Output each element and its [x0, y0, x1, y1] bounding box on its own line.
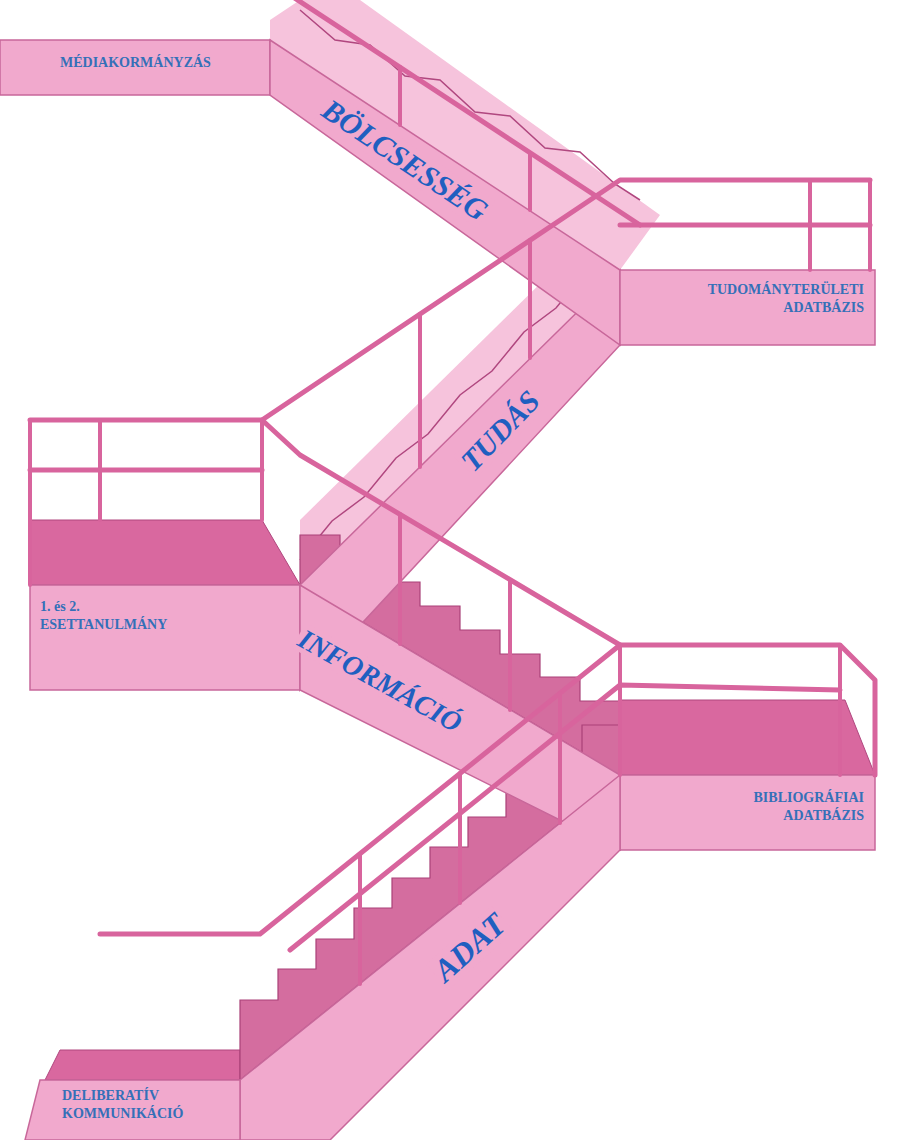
- rail-post: [358, 854, 362, 984]
- rail-post: [558, 693, 562, 823]
- landing-label: MÉDIAKORMÁNYZÁS: [58, 54, 213, 72]
- handrail: [30, 468, 262, 473]
- landing-label: 1. és 2. ESETTANULMÁNY: [38, 598, 188, 634]
- landing-band: [620, 775, 875, 850]
- landing-label: DELIBERATÍV KOMMUNIKÁCIÓ: [60, 1087, 220, 1123]
- rail-post: [28, 420, 32, 585]
- rail-post: [260, 420, 264, 520]
- landing-label: BIBLIOGRÁFIAI ADATBÁZIS: [696, 789, 866, 825]
- flight-band: TUDÁS: [453, 383, 547, 479]
- landing-band: DELIBERATÍV KOMMUNIKÁCIÓ: [60, 1087, 220, 1123]
- landing-band: [0, 40, 270, 95]
- landing-band: MÉDIAKORMÁNYZÁS: [58, 54, 213, 72]
- rail-post: [398, 514, 402, 644]
- flight-band: INFORMÁCIÓ: [292, 623, 469, 739]
- rail-post: [868, 180, 872, 270]
- rail-post: [508, 580, 512, 710]
- rail-post: [528, 153, 532, 210]
- landing-label: TUDOMÁNYTERÜLETI ADATBÁZIS: [666, 281, 866, 317]
- landing-band: TUDOMÁNYTERÜLETI ADATBÁZIS: [666, 281, 866, 317]
- landing-band: [25, 1080, 240, 1140]
- rail-post: [398, 67, 402, 125]
- rail-post: [418, 314, 422, 467]
- landing-band: [30, 585, 300, 690]
- flight-label: ADAT: [426, 906, 514, 990]
- rail-post: [618, 645, 622, 775]
- handrail: [620, 223, 870, 228]
- flight-band: ADAT: [426, 906, 514, 990]
- flight-label: BÖLCSESSÉG: [315, 92, 495, 228]
- rail-post: [528, 240, 532, 358]
- landing-floor: [45, 1050, 240, 1080]
- flight-stringer: [240, 775, 620, 1140]
- flight-label: INFORMÁCIÓ: [292, 623, 469, 739]
- landing-floor: [30, 520, 300, 585]
- flight-label: TUDÁS: [453, 383, 547, 479]
- rail-post: [458, 773, 462, 903]
- rail-post: [808, 180, 812, 270]
- rail-post: [98, 420, 102, 520]
- handrail: [30, 420, 620, 645]
- landing-band: 1. és 2. ESETTANULMÁNY: [38, 598, 188, 634]
- landing-band: [620, 270, 875, 345]
- handrail: [262, 180, 870, 420]
- landing-floor: [620, 700, 875, 775]
- rail-post: [838, 645, 842, 775]
- landing-band: BIBLIOGRÁFIAI ADATBÁZIS: [696, 789, 866, 825]
- flight-band: BÖLCSESSÉG: [315, 92, 495, 228]
